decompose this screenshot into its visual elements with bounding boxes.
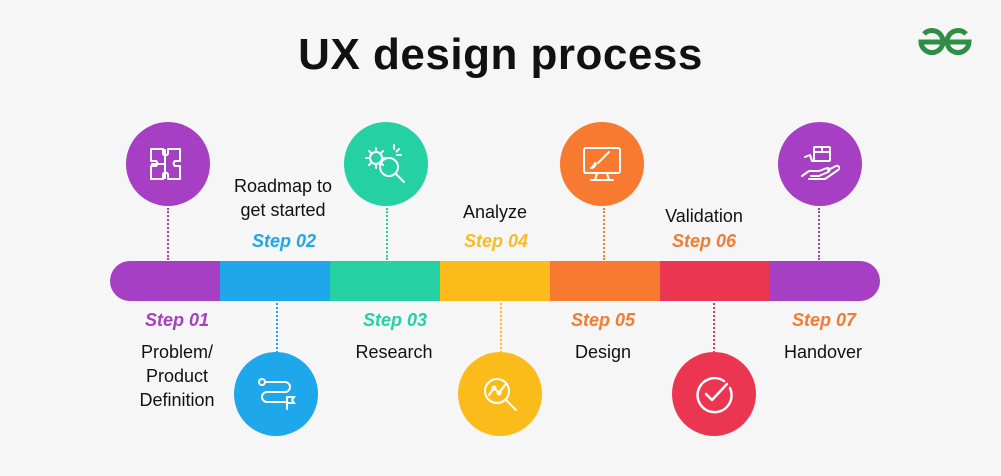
timeline-segment-6: [660, 261, 770, 301]
geeksforgeeks-logo-icon: [918, 28, 972, 56]
step-05-label-line-1: Design: [574, 342, 632, 362]
timeline-segment-4: [440, 261, 550, 301]
step-06-label-line-1: Validation: [665, 206, 743, 226]
step-02-label-line-1: Roadmap to: [233, 176, 333, 196]
step-01-label-line-2: Product: [145, 366, 209, 386]
step-03-label: Research: [319, 340, 469, 364]
step-04-label-line-1: Analyze: [462, 202, 528, 222]
timeline-segment-7: [770, 261, 880, 301]
connector-3: [386, 208, 388, 260]
connector-4: [500, 303, 502, 353]
checkmark-icon: [696, 376, 733, 414]
connector-7: [818, 208, 820, 260]
connector-2: [276, 303, 278, 353]
analyze-icon: [484, 378, 517, 411]
step-07-label: Handover: [748, 340, 898, 364]
step-07-label-line-1: Handover: [783, 342, 863, 362]
step-03-icon-circle: [344, 122, 428, 206]
step-02-label-line-2: get started: [240, 200, 326, 220]
step-06-icon-circle: [672, 352, 756, 436]
step-06-label: Validation: [629, 204, 779, 228]
step-03-label-line-1: Research: [355, 342, 433, 362]
step-01-number: Step 01: [144, 310, 210, 330]
step-05-number: Step 05: [570, 310, 636, 330]
step-02-label: Roadmap to get started: [208, 174, 358, 222]
timeline-segment-3: [330, 261, 440, 301]
step-04-label: Analyze: [420, 200, 570, 224]
step-05-icon-circle: [560, 122, 644, 206]
step-02-icon-circle: [234, 352, 318, 436]
design-monitor-icon: [583, 147, 621, 181]
step-01-label-line-1: Problem/: [140, 342, 214, 362]
step-02-number: Step 02: [251, 231, 317, 251]
timeline-segment-2: [220, 261, 330, 301]
step-03-number: Step 03: [362, 310, 428, 330]
step-07-icon-circle: [778, 122, 862, 206]
step-07-number: Step 07: [791, 310, 857, 330]
step-05-label: Design: [528, 340, 678, 364]
handover-icon: [801, 146, 841, 180]
page-title: UX design process: [298, 30, 703, 79]
connector-5: [603, 208, 605, 260]
connector-1: [167, 208, 169, 260]
timeline-segment-1: [110, 261, 220, 301]
step-04-icon-circle: [458, 352, 542, 436]
timeline-segment-5: [550, 261, 660, 301]
connector-6: [713, 303, 715, 353]
puzzle-icon: [150, 148, 181, 180]
roadmap-icon: [258, 378, 296, 410]
step-04-number: Step 04: [463, 231, 529, 251]
step-01-label-line-3: Definition: [139, 390, 215, 410]
research-icon: [365, 144, 405, 183]
step-06-number: Step 06: [671, 231, 737, 251]
step-01-icon-circle: [126, 122, 210, 206]
step-01-label: Problem/ Product Definition: [102, 340, 252, 412]
